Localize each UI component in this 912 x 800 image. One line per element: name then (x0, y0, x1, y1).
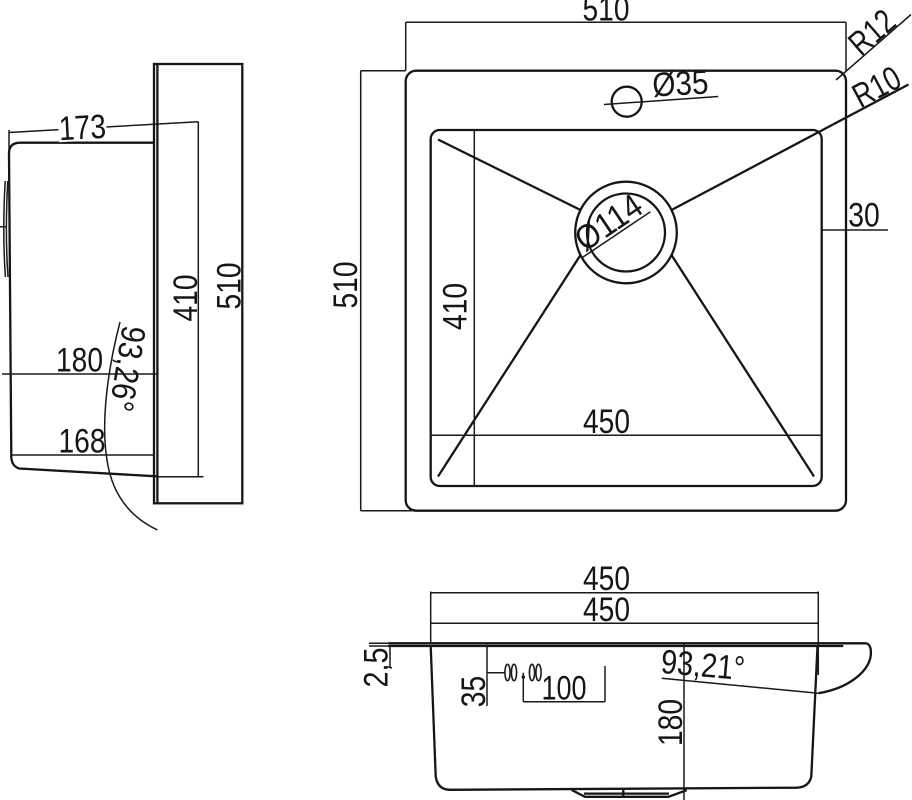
plan-dim-30-label: 30 (848, 197, 880, 235)
section-dim-450b-label: 450 (583, 591, 630, 629)
side-angle-label: 93,26° (101, 323, 152, 414)
section-bowl-outline (429, 645, 819, 791)
section-dim-450a-line (429, 591, 820, 675)
section-dim-25-line (369, 642, 391, 667)
section-dim-25-label: 2,5 (358, 648, 396, 688)
section-angle-leader (661, 677, 819, 695)
plan-dim-450-label: 450 (583, 403, 630, 441)
plan-bowl-opening (429, 128, 823, 488)
section-dim-35-label: 35 (455, 676, 493, 708)
side-bowl-outline (7, 141, 157, 478)
plan-r12-label: R12 (841, 2, 903, 63)
side-dim-173-mask (57, 111, 108, 143)
plan-faucet-label: Ø35 (651, 64, 709, 105)
plan-drain-outer (574, 180, 678, 285)
plan-faucet-leader (603, 95, 719, 106)
plan-drain-inner (585, 192, 667, 273)
side-dim-510-label: 510 (211, 263, 249, 310)
section-angle-label: 93,21° (659, 643, 746, 688)
section-dim-35-line (486, 644, 506, 706)
side-dim-410-line (156, 121, 204, 478)
section-drain-boss (571, 788, 688, 798)
side-dim-173-label: 173 (58, 108, 107, 148)
side-flange-outline (152, 62, 244, 505)
plan-drain-leader (582, 211, 651, 258)
plan-dim-510-left-line (359, 69, 412, 512)
plan-outer-rim (404, 69, 848, 512)
section-logo-emboss (504, 663, 542, 682)
section-dim-100-label: 100 (542, 670, 587, 708)
plan-r10-label: R10 (846, 59, 907, 116)
side-dim-410-label: 410 (167, 275, 205, 322)
plan-dim-510-left-label: 510 (327, 262, 365, 309)
side-angle-curve (103, 321, 158, 531)
plan-dim-510-top-label: 510 (583, 0, 630, 29)
section-dim-180-label: 180 (652, 699, 690, 746)
plan-view: 510 510 Ø35 R12 R10 30 410 450 Ø114 (327, 0, 912, 512)
side-overflow-slot (0, 180, 9, 278)
plan-dim-410-label: 410 (437, 283, 475, 330)
side-view: 173 410 510 180 168 93,26° (0, 62, 249, 531)
section-rim (388, 642, 866, 648)
section-dim-450a-label: 450 (583, 560, 630, 598)
section-right-wing (818, 642, 873, 695)
side-dim-180-label: 180 (56, 342, 103, 380)
plan-r12-leader (835, 13, 912, 81)
section-view: 450 450 2,5 35 100 180 93,21° (358, 560, 873, 800)
plan-bowl-diagonals (437, 83, 910, 478)
side-dim-168-label: 168 (59, 423, 106, 461)
plan-dim-510-top-line (404, 21, 847, 71)
